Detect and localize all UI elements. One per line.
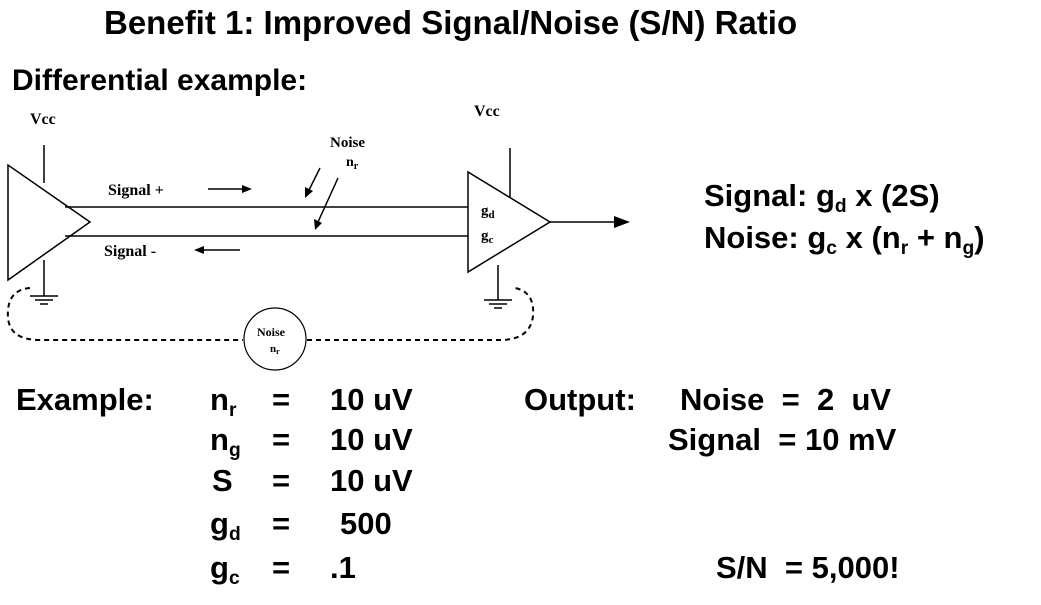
- gain-d-label: gd: [481, 203, 495, 221]
- driver-amplifier: [7, 163, 92, 282]
- signal-plus-label: Signal +: [108, 182, 164, 199]
- ground-loop-dashed: [6, 287, 535, 341]
- noise-arrow-1: [305, 167, 321, 198]
- signal-plus-arrow: [208, 185, 252, 193]
- output-sn: S/N = 5,000!: [716, 550, 900, 585]
- vcc-left-label: Vcc: [30, 111, 56, 128]
- noise-arrow-2: [314, 177, 339, 230]
- slide-subtitle: Differential example:: [12, 64, 308, 97]
- output-arrow: [550, 216, 630, 228]
- signal-minus-arrow: [194, 246, 240, 254]
- ground-left-symbol: [30, 295, 58, 305]
- output-noise: Noise = 2 uV: [680, 382, 892, 417]
- vcc-right-label: Vcc: [474, 103, 500, 120]
- noise-ground-label: Noise: [257, 325, 286, 339]
- output-signal: Signal = 10 mV: [668, 422, 897, 457]
- gain-c-label: gc: [481, 228, 494, 246]
- output-label: Output:: [524, 382, 636, 417]
- ground-noise-circle: [243, 307, 307, 371]
- noise-formula: Noise: gc x (nr + ng): [704, 220, 985, 260]
- signal-formula: Signal: gd x (2S): [704, 178, 940, 218]
- noise-top-symbol: nr: [346, 155, 359, 172]
- ground-right-symbol: [484, 299, 512, 309]
- noise-top-label: Noise: [330, 135, 365, 151]
- noise-ground-symbol: nr: [270, 343, 280, 356]
- signal-minus-label: Signal -: [104, 243, 156, 260]
- slide-title: Benefit 1: Improved Signal/Noise (S/N) R…: [104, 4, 798, 41]
- example-label: Example:: [16, 382, 154, 417]
- receiver-amplifier: [467, 170, 552, 274]
